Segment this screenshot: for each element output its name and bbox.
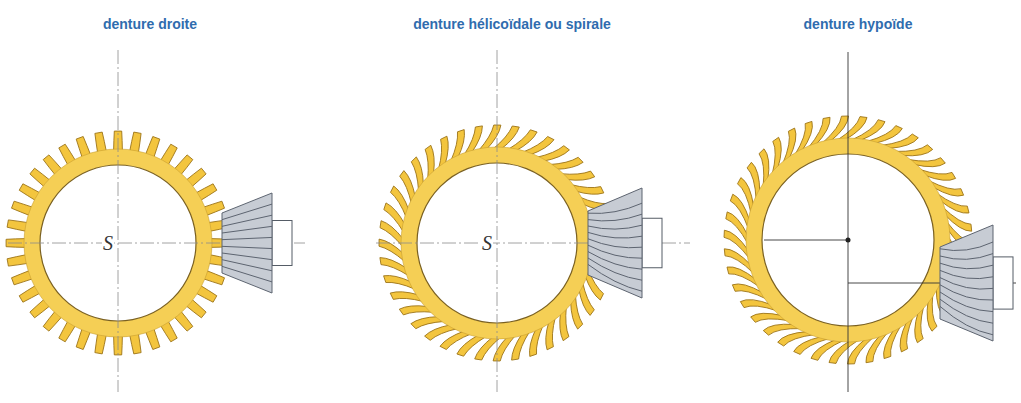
pinion-tooth <box>588 239 642 248</box>
pinion-tooth <box>588 258 642 280</box>
pinion-tooth <box>222 266 272 282</box>
pinion-cone <box>940 225 993 341</box>
pinion-tooth <box>940 263 993 269</box>
pinion-tooth <box>940 254 993 260</box>
axis-line <box>497 50 498 392</box>
pinion-tooth <box>222 237 272 239</box>
axis-line <box>764 240 848 241</box>
pinion-tooth <box>588 225 642 229</box>
pinion-tooth <box>588 203 642 213</box>
pinion-tooth <box>222 253 272 260</box>
center-dot <box>846 238 851 243</box>
pinion-tooth <box>222 246 272 248</box>
pinion-tooth <box>940 278 993 290</box>
pitch-apex-label: S <box>481 233 493 253</box>
pinion-shaft <box>642 218 662 268</box>
pinion-tooth <box>940 306 993 334</box>
spiral-pinion <box>588 188 662 298</box>
figure-heading: denture hélicoïdale ou spirale <box>413 16 611 32</box>
hypoid-pinion <box>940 225 1013 341</box>
straight-pinion <box>222 193 292 293</box>
pinion-tooth <box>588 214 642 221</box>
axis-line <box>848 52 849 392</box>
pinion-tooth <box>940 299 993 323</box>
pinion-tooth <box>588 252 642 270</box>
pitch-apex-label: S <box>102 233 114 253</box>
axis-line <box>118 50 119 392</box>
pinion-tooth <box>222 226 272 233</box>
pinion-shaft <box>272 221 292 266</box>
pinion-tooth <box>940 242 993 251</box>
pinion-tooth <box>222 215 272 226</box>
figure-heading: denture droite <box>103 16 197 32</box>
pinion-shaft <box>993 257 1013 309</box>
pinion-tooth <box>940 270 993 278</box>
pinion-cone <box>222 193 272 293</box>
pinion-tooth <box>588 232 642 238</box>
figure-heading: denture hypoïde <box>804 16 913 32</box>
pinion-tooth <box>940 292 993 312</box>
pinion-cone <box>588 188 642 298</box>
pinion-tooth <box>588 264 642 291</box>
